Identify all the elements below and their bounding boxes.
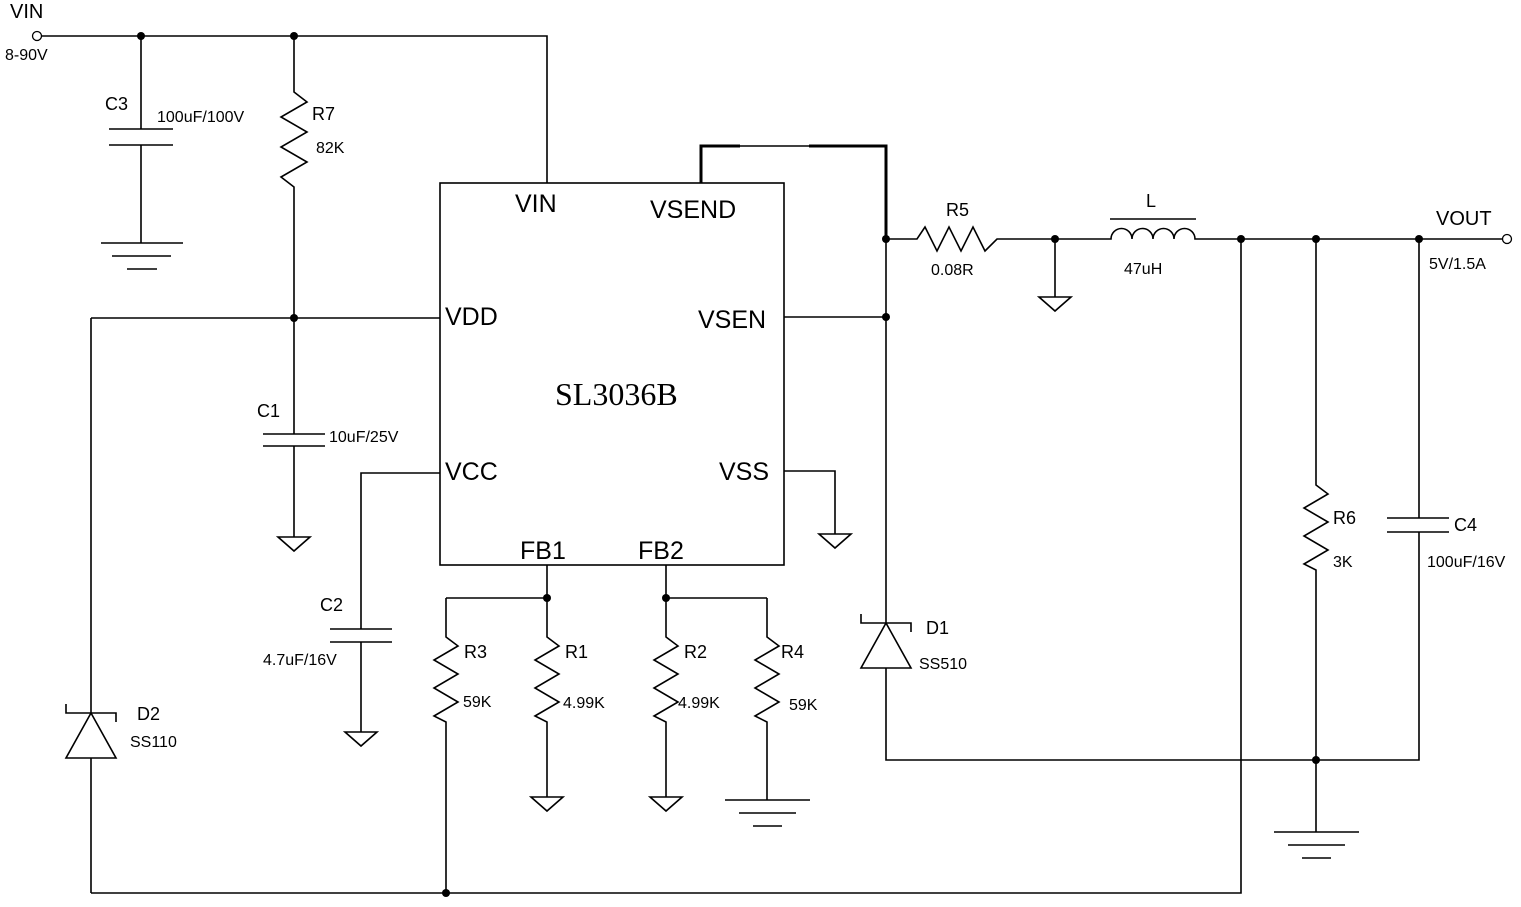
vout-port-label: VOUT [1436,208,1492,230]
l-ref: L [1146,191,1156,211]
ic-name: SL3036B [555,376,678,412]
r1-ref: R1 [565,642,588,662]
resistor-r6: R6 3K [1274,239,1359,859]
vin-range-label: 8-90V [5,47,48,64]
resistor-r3: R3 59K [432,598,492,893]
c2-ref: C2 [320,595,343,615]
c4-value: 100uF/16V [1427,554,1506,571]
r6-ref: R6 [1333,508,1356,528]
pin-fb1: FB1 [520,537,566,565]
r3-ref: R3 [464,642,487,662]
pin-vss: VSS [719,458,769,486]
r5-ref: R5 [946,200,969,220]
inductor-l: L 47uH [1055,191,1503,278]
r7-value: 82K [316,140,345,157]
vout-terminal [1501,233,1513,245]
r7-ref: R7 [312,104,335,124]
r1-value: 4.99K [563,695,605,712]
r6-value: 3K [1333,554,1353,571]
d2-ref: D2 [137,704,160,724]
r3-value: 59K [463,694,492,711]
pin-vsend: VSEND [650,196,736,224]
capacitor-c2: C2 4.7uF/16V [263,472,440,748]
resistor-r5: R5 0.08R [886,200,1055,279]
ground-symbol [816,533,854,550]
pin-vcc: VCC [445,458,498,486]
r4-value: 59K [789,697,818,714]
r4-ref: R4 [781,642,804,662]
resistor-r2: R2 4.99K [647,598,720,813]
capacitor-c3: C3 100uF/100V [101,36,245,270]
diode-d1: D1 SS510 [859,614,1417,761]
vin-port-label: VIN [10,1,43,23]
c3-value: 100uF/100V [157,109,245,126]
c2-value: 4.7uF/16V [263,652,337,669]
pin-vsen: VSEN [698,306,766,334]
vss-wire [784,470,836,534]
d2-value: SS110 [130,734,177,751]
l-value: 47uH [1124,261,1162,278]
pin-vdd: VDD [445,303,498,331]
resistor-r7: R7 82K [279,36,345,318]
c4-ref: C4 [1454,515,1477,535]
ground-symbol [1036,296,1074,313]
junction-dot [1237,235,1245,243]
pin-vin: VIN [515,190,557,218]
vin-rail-wire [41,35,548,183]
pin-fb2: FB2 [638,537,684,565]
vsend-bold-trace [699,144,888,239]
d1-value: SS510 [919,656,967,673]
junction-dot [882,313,890,321]
fb2-wire [665,565,767,599]
c3-ref: C3 [105,94,128,114]
d1-ref: D1 [926,618,949,638]
r2-ref: R2 [684,642,707,662]
diode-d2: D2 SS110 [64,318,177,893]
resistor-r1: R1 4.99K [528,598,605,813]
r5-value: 0.08R [931,262,974,279]
bottom-return-wire [91,239,1242,894]
r2-value: 4.99K [678,695,720,712]
capacitor-c4: C4 100uF/16V [1387,239,1506,761]
vout-rating-label: 5V/1.5A [1429,256,1486,273]
ic-body [439,182,785,566]
resistor-r4: R4 59K [725,598,818,827]
capacitor-c1: C1 10uF/25V [257,318,399,553]
c1-ref: C1 [257,401,280,421]
vin-terminal [31,30,43,42]
junction-dot [1312,756,1320,764]
fb1-wire [446,565,548,599]
c1-value: 10uF/25V [329,429,399,446]
